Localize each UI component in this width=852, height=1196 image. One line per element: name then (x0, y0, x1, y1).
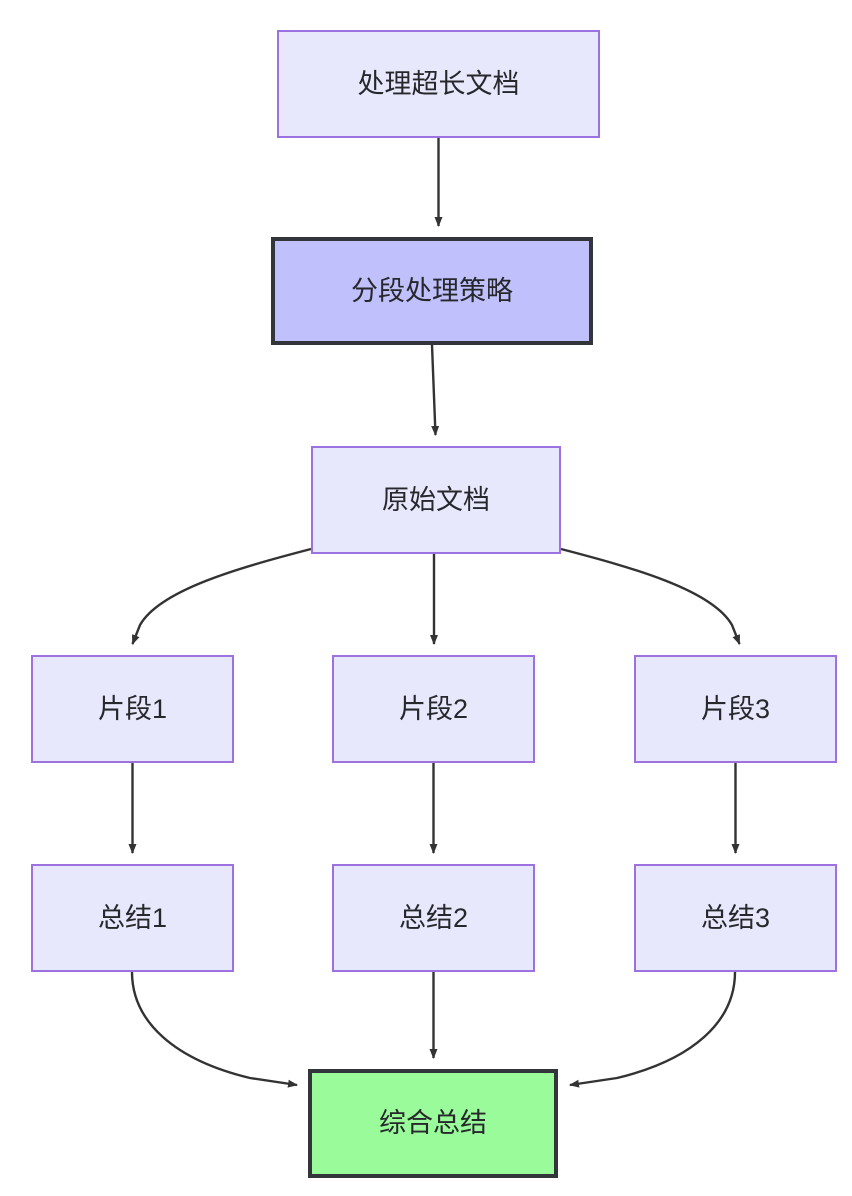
node-chunk2[interactable]: 片段2 (332, 655, 535, 763)
node-chunk3[interactable]: 片段3 (634, 655, 837, 763)
edge-strategy-to-source-doc (430, 344, 440, 436)
node-chunk1[interactable]: 片段1 (31, 655, 234, 763)
node-label: 片段3 (700, 693, 771, 724)
node-label: 分段处理策略 (351, 275, 513, 306)
node-source-doc[interactable]: 原始文档 (311, 446, 561, 554)
node-label: 综合总结 (379, 1108, 487, 1139)
edge-summary1-to-final-summary (130, 971, 298, 1088)
edge-source-doc-to-chunk3 (560, 547, 741, 645)
node-summary2[interactable]: 总结2 (332, 864, 535, 972)
node-label: 处理超长文档 (357, 68, 520, 99)
node-label: 片段2 (398, 693, 469, 724)
node-final-summary[interactable]: 综合总结 (308, 1069, 558, 1178)
node-label: 总结2 (398, 902, 469, 933)
node-label: 原始文档 (382, 484, 490, 515)
node-label: 片段1 (97, 693, 168, 724)
node-strategy[interactable]: 分段处理策略 (271, 237, 593, 345)
node-label: 总结3 (700, 902, 771, 933)
edge-summary3-to-final-summary (569, 971, 737, 1088)
node-summary1[interactable]: 总结1 (31, 864, 234, 972)
node-label: 总结1 (97, 902, 168, 933)
node-summary3[interactable]: 总结3 (634, 864, 837, 972)
edge-source-doc-to-chunk1 (131, 547, 312, 645)
node-doc-long[interactable]: 处理超长文档 (277, 30, 600, 138)
